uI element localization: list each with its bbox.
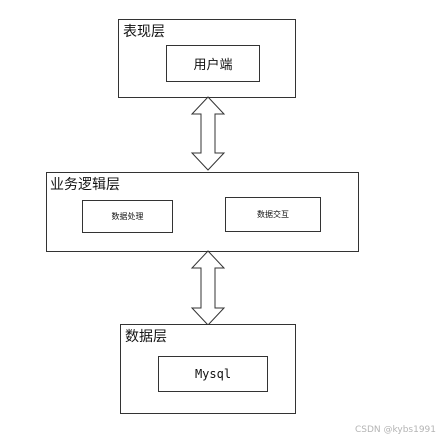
data-layer-box: 数据层 Mysql	[120, 324, 296, 414]
client-component: 用户端	[166, 45, 260, 82]
mysql-component: Mysql	[158, 356, 268, 392]
data-processing-component: 数据处理	[82, 200, 173, 233]
data-layer-title: 数据层	[125, 329, 167, 345]
business-layer-box: 业务逻辑层 数据处理 数据交互	[46, 172, 359, 252]
business-layer-title: 业务逻辑层	[50, 177, 120, 193]
presentation-layer-title: 表现层	[123, 24, 165, 40]
double-arrow-icon	[190, 96, 226, 171]
data-interaction-component: 数据交互	[225, 197, 321, 232]
watermark: CSDN @kybs1991	[354, 425, 436, 435]
double-arrow-icon	[190, 250, 226, 326]
presentation-layer-box: 表现层 用户端	[118, 19, 296, 98]
